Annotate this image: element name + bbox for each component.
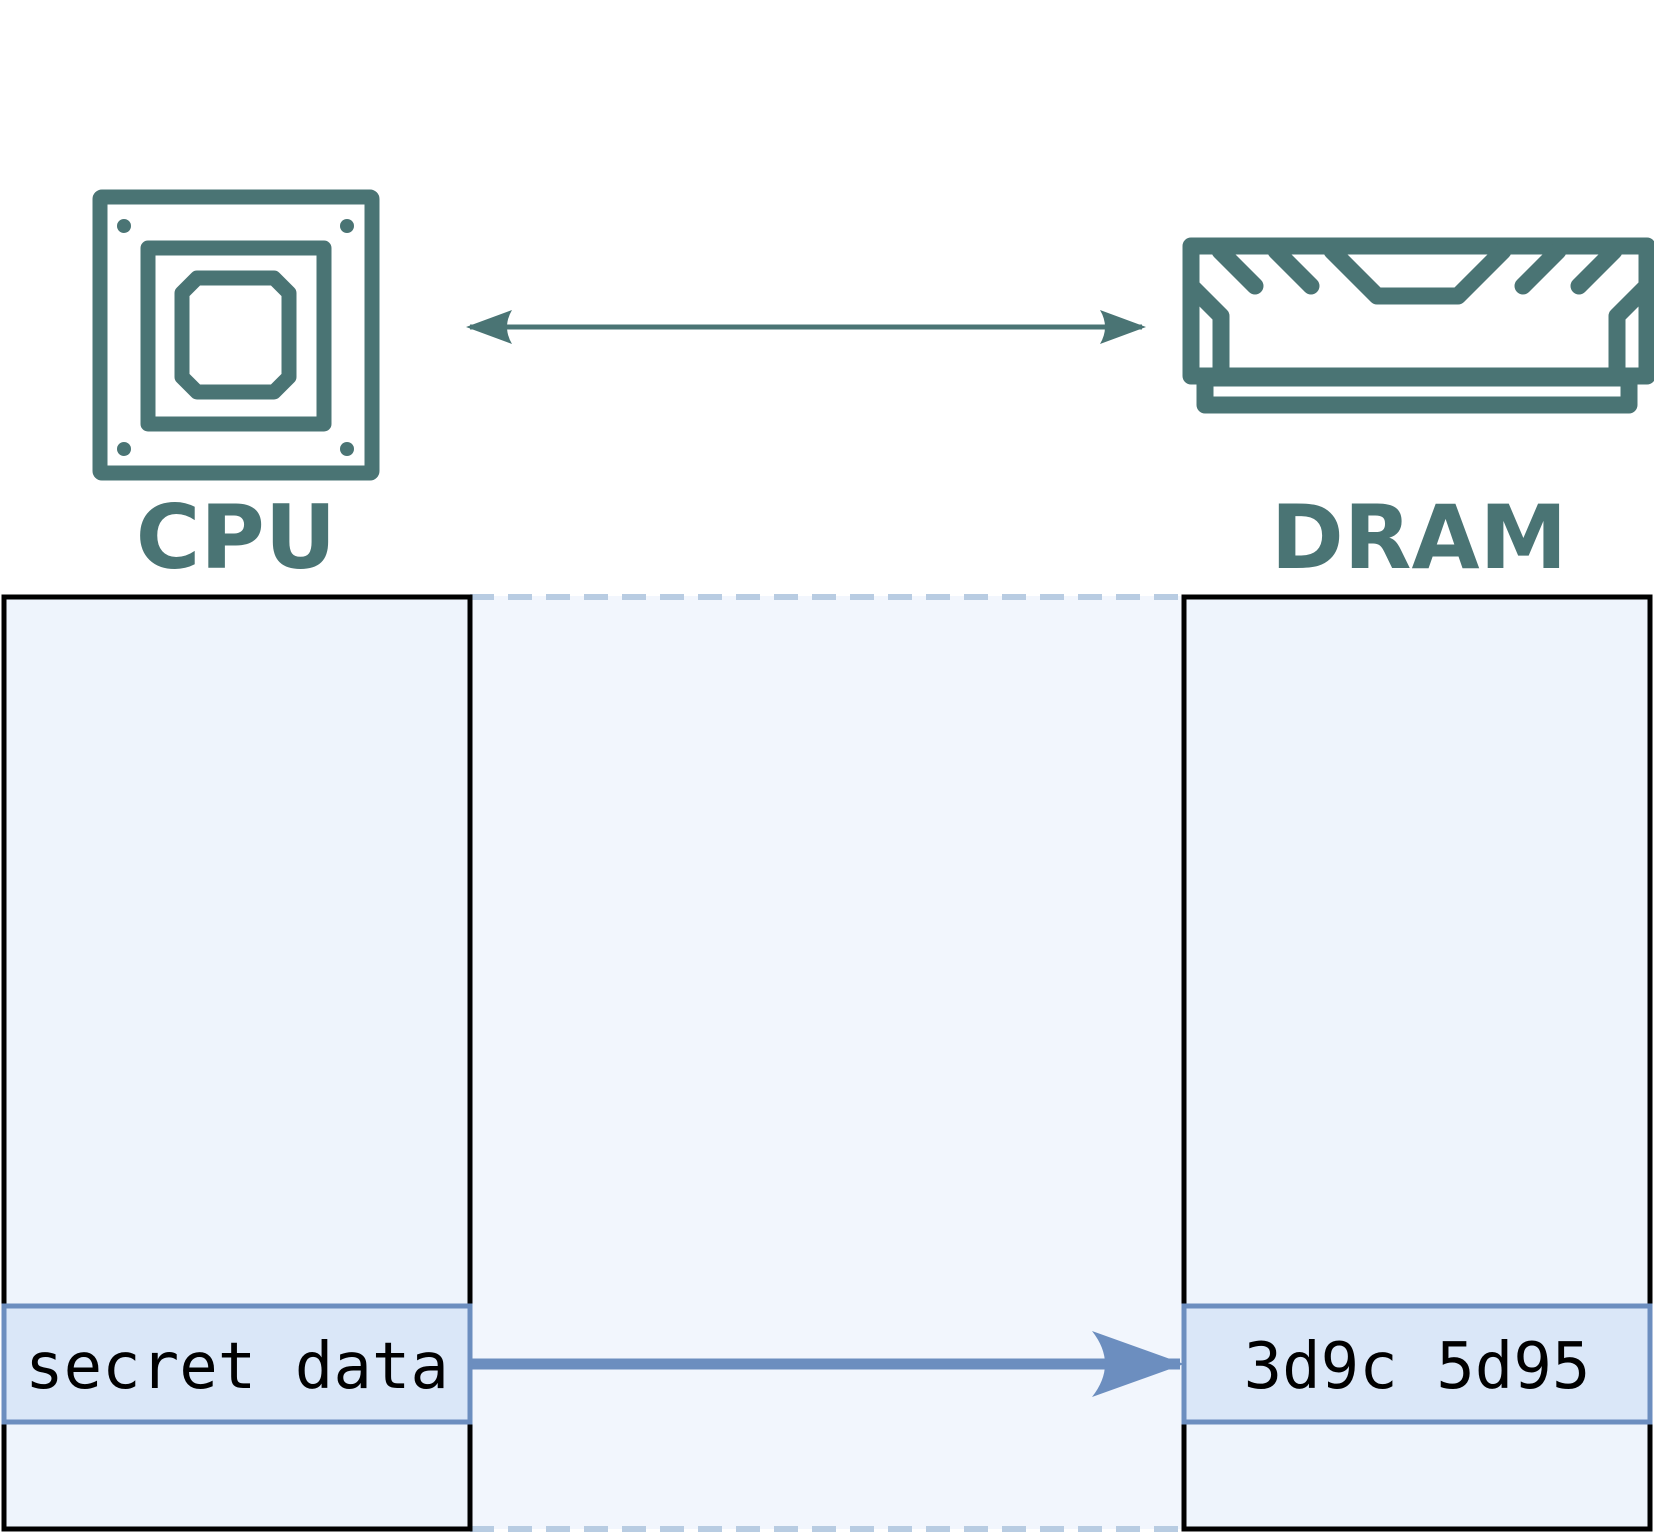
cpu-label: CPU (136, 486, 337, 589)
dram-data-cell (1181, 1303, 1653, 1425)
channel-region (470, 596, 1184, 1529)
dram-label: DRAM (1271, 486, 1567, 589)
cpu-data-cell (1, 1303, 473, 1425)
cpu-cell-text: secret data (25, 1330, 449, 1404)
ram-module-icon (1182, 237, 1654, 414)
cpu-chip-icon (92, 189, 380, 481)
dram-cell-text: 3d9c 5d95 (1244, 1330, 1591, 1404)
